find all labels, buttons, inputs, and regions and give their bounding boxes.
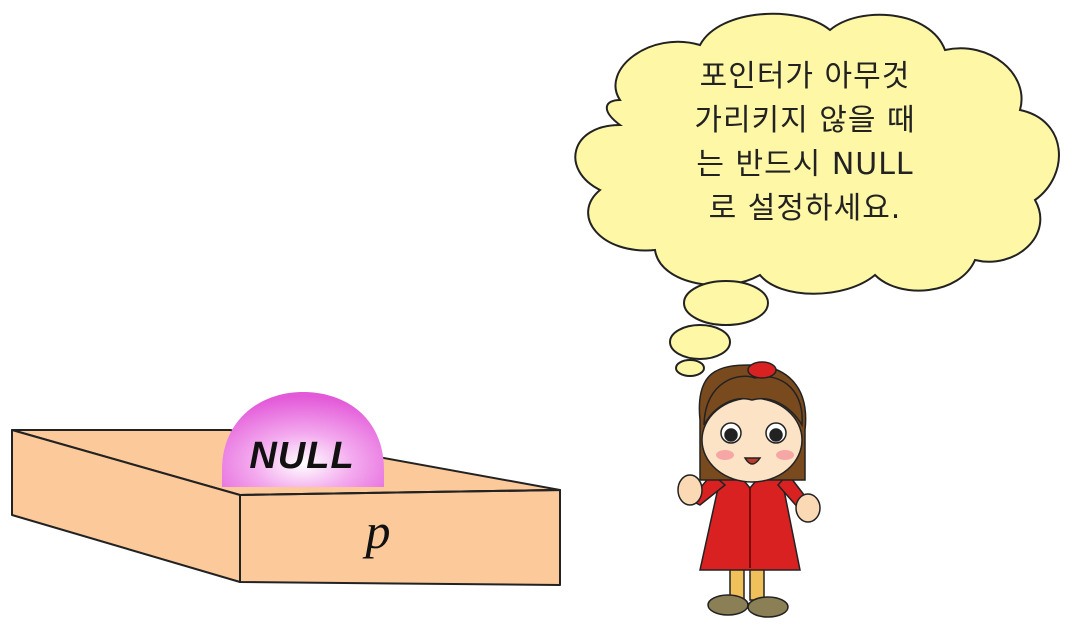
right-hand xyxy=(795,493,821,523)
bubble-line: 포인터가 아무것 xyxy=(699,59,911,94)
null-egg: NULL xyxy=(222,392,384,487)
left-hand xyxy=(677,474,703,506)
null-egg-label: NULL xyxy=(249,435,354,477)
box-front-face xyxy=(239,489,561,586)
bubble-line: 가리키지 않을 때 xyxy=(694,103,916,138)
thought-dot-small xyxy=(675,359,705,377)
girl-character xyxy=(677,361,821,618)
thought-trail xyxy=(669,280,769,377)
thought-bubble-text: 포인터가 아무것 가리키지 않을 때 는 반드시 NULL 로 설정하세요. xyxy=(640,55,970,231)
thought-cloud xyxy=(574,12,1060,295)
thought-dot-medium xyxy=(669,324,731,360)
pointer-variable-label: p xyxy=(363,503,391,559)
bubble-line: 로 설정하세요. xyxy=(708,191,902,226)
thought-dot-large xyxy=(683,280,769,326)
bubble-line: 는 반드시 NULL xyxy=(696,147,914,182)
